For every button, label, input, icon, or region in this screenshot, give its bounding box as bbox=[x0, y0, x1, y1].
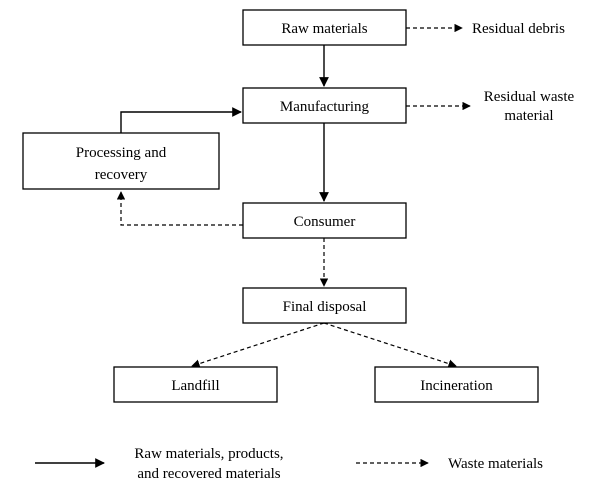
legend-solid-label-line2: and recovered materials bbox=[137, 466, 280, 482]
landfill-box bbox=[113, 366, 278, 403]
arrow-disposal-to-landfill bbox=[191, 322, 325, 368]
arrow-consumer-to-recovery bbox=[116, 191, 243, 226]
residual-waste-label-line1: Residual waste bbox=[484, 89, 575, 105]
consumer-label: Consumer bbox=[294, 214, 356, 230]
raw-materials-box bbox=[242, 9, 407, 46]
raw-materials-label: Raw materials bbox=[281, 21, 367, 37]
manufacturing-label: Manufacturing bbox=[280, 99, 370, 115]
legend-solid-label-line1: Raw materials, products, bbox=[134, 446, 283, 462]
processing-recovery-label-line1: Processing and bbox=[76, 145, 167, 161]
processing-recovery-label-line2: recovery bbox=[95, 167, 148, 183]
arrow-disposal-to-incineration bbox=[323, 322, 457, 368]
residual-debris-label: Residual debris bbox=[472, 21, 565, 37]
incineration-label: Incineration bbox=[420, 378, 493, 394]
arrow-recovery-to-manufacturing bbox=[120, 107, 242, 133]
incineration-box bbox=[374, 366, 539, 403]
residual-waste-label-line2: material bbox=[504, 108, 553, 124]
legend-dashed-label: Waste materials bbox=[448, 456, 543, 472]
manufacturing-box bbox=[242, 87, 407, 124]
consumer-box bbox=[242, 202, 407, 239]
final-disposal-label: Final disposal bbox=[283, 299, 367, 315]
landfill-label: Landfill bbox=[171, 378, 219, 394]
